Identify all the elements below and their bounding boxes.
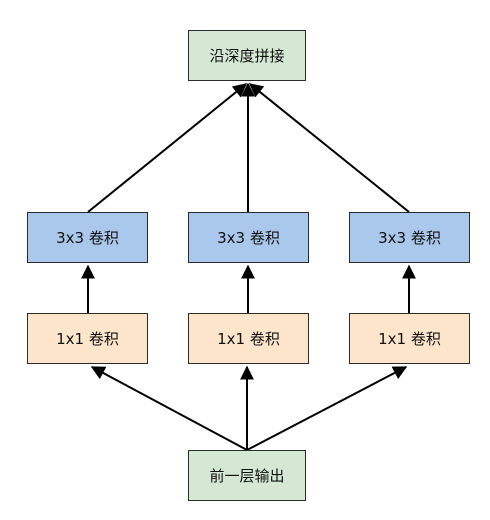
conv1-mid-label: 1x1 卷积 — [217, 330, 280, 348]
conv1-left-label: 1x1 卷积 — [56, 330, 119, 348]
edge-input-to-conv1-right — [246, 366, 408, 451]
conv3-right-label: 3x3 卷积 — [378, 229, 441, 247]
input-label: 前一层输出 — [209, 467, 285, 485]
conv3-left-node: 3x3 卷积 — [27, 212, 148, 263]
concat-label: 沿深度拼接 — [209, 47, 285, 65]
conv3-right-node: 3x3 卷积 — [349, 212, 470, 263]
edge-input-to-conv1-left — [90, 366, 248, 451]
edge-conv3-right-to-concat — [248, 83, 410, 213]
input-node: 前一层输出 — [188, 450, 306, 501]
conv1-mid-node: 1x1 卷积 — [188, 313, 309, 364]
conv3-mid-label: 3x3 卷积 — [217, 229, 280, 247]
conv3-mid-node: 3x3 卷积 — [188, 212, 309, 263]
concat-node: 沿深度拼接 — [188, 30, 306, 81]
conv1-left-node: 1x1 卷积 — [27, 313, 148, 364]
conv1-right-node: 1x1 卷积 — [349, 313, 470, 364]
conv1-right-label: 1x1 卷积 — [378, 330, 441, 348]
edge-conv3-left-to-concat — [87, 83, 248, 213]
conv3-left-label: 3x3 卷积 — [56, 229, 119, 247]
